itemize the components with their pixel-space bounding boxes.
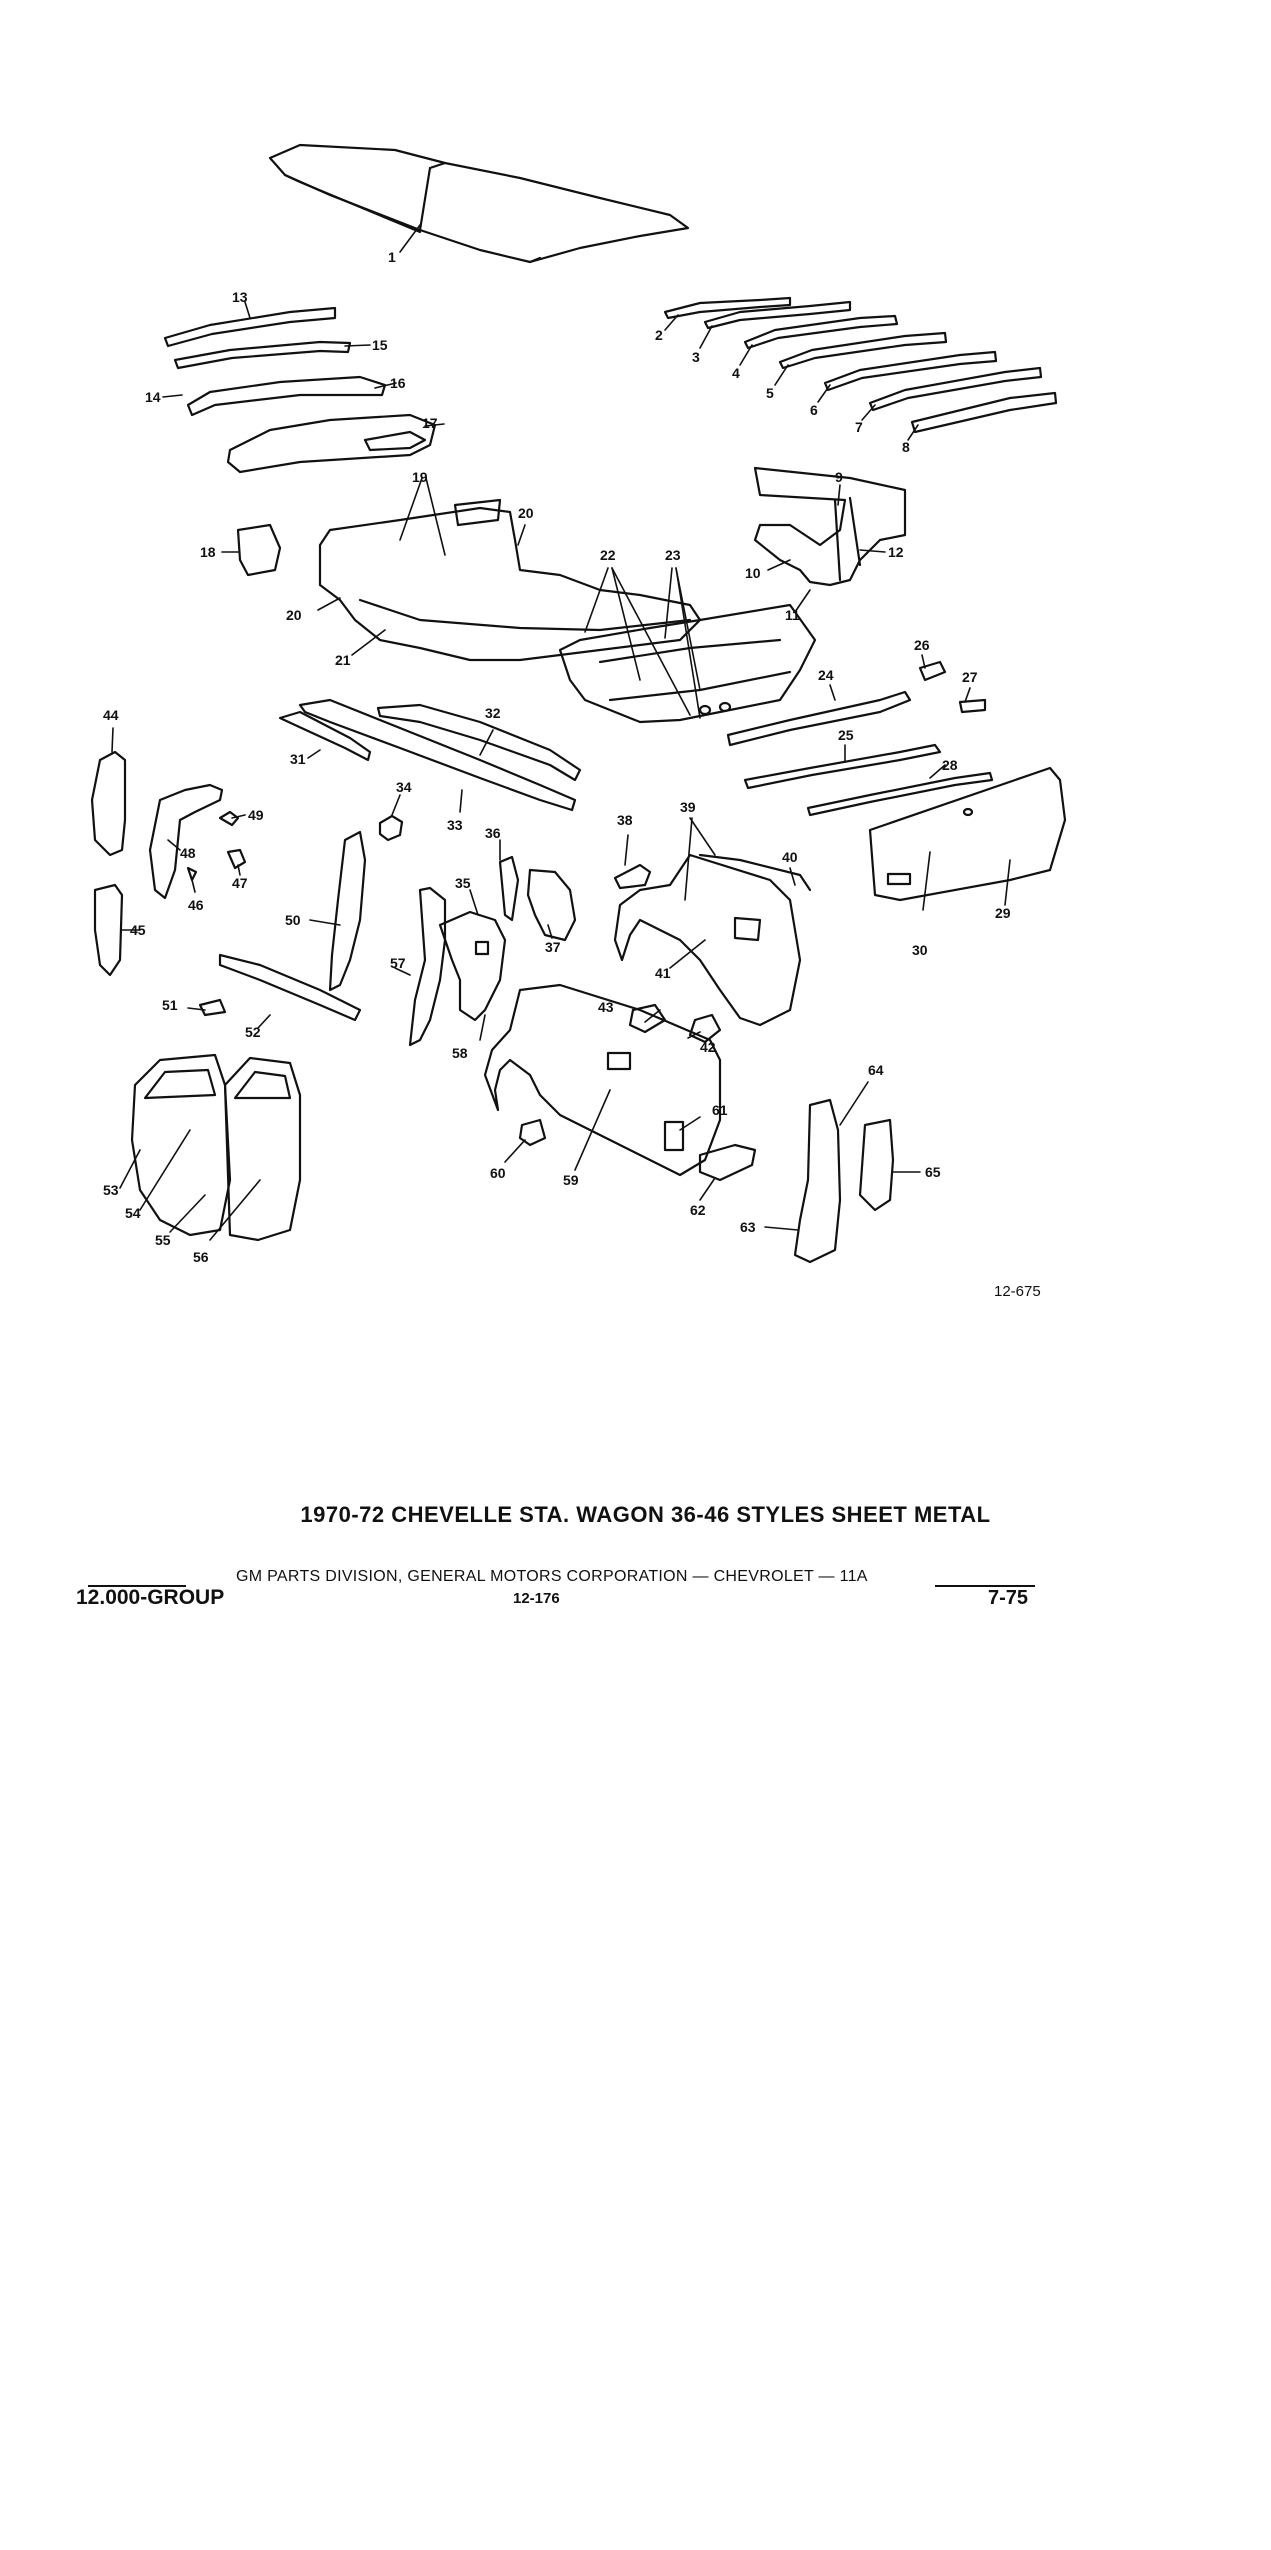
part-small-brackets <box>518 1118 757 1182</box>
callout-numbers: 1 2 3 4 5 6 7 8 9 10 11 12 13 14 15 16 1… <box>103 249 1011 1265</box>
part-front-pillars <box>90 750 247 977</box>
callout-20a: 20 <box>518 505 534 521</box>
part-roof-panel <box>268 143 690 264</box>
callout-58: 58 <box>452 1045 468 1061</box>
callout-8: 8 <box>902 439 910 455</box>
callout-33: 33 <box>447 817 463 833</box>
callout-17: 17 <box>422 415 438 431</box>
callout-47: 47 <box>232 875 248 891</box>
callout-22: 22 <box>600 547 616 563</box>
callout-53: 53 <box>103 1182 119 1198</box>
rule-right <box>935 1585 1035 1587</box>
part-quarter-inner-panels <box>408 855 577 1047</box>
date-code: 7-75 <box>988 1587 1029 1609</box>
part-rear-wheelhouse <box>613 853 812 1027</box>
callout-50: 50 <box>285 912 301 928</box>
callout-57: 57 <box>390 955 406 971</box>
callout-1: 1 <box>388 249 396 265</box>
part-front-floor-pan <box>236 498 702 662</box>
callout-52: 52 <box>245 1024 261 1040</box>
callout-4: 4 <box>732 365 740 381</box>
callout-55: 55 <box>155 1232 171 1248</box>
callout-21: 21 <box>335 652 351 668</box>
callout-40: 40 <box>782 849 798 865</box>
callout-48: 48 <box>180 845 196 861</box>
publisher-line: GM PARTS DIVISION, GENERAL MOTORS CORPOR… <box>236 1568 868 1585</box>
figure-code: 12-675 <box>994 1283 1041 1300</box>
callout-35: 35 <box>455 875 471 891</box>
callout-2: 2 <box>655 327 663 343</box>
callout-11: 11 <box>785 607 800 623</box>
callout-60: 60 <box>490 1165 506 1181</box>
part-doors <box>130 1053 302 1242</box>
callout-39: 39 <box>680 799 696 815</box>
part-rear-rail-assembly <box>753 466 907 587</box>
part-quarter-outer-panel <box>483 983 722 1177</box>
callout-14: 14 <box>145 389 161 405</box>
callout-24: 24 <box>818 667 834 683</box>
leader-lines <box>111 224 1011 1241</box>
callout-18: 18 <box>200 544 216 560</box>
page-title: 1970-72 CHEVELLE STA. WAGON 36-46 STYLES… <box>300 1502 991 1527</box>
callout-54: 54 <box>125 1205 141 1221</box>
callout-51: 51 <box>162 997 178 1013</box>
part-lock-pillar <box>793 1098 895 1264</box>
callout-12: 12 <box>888 544 904 560</box>
callout-63: 63 <box>740 1219 756 1235</box>
callout-3: 3 <box>692 349 700 365</box>
part-roof-bows <box>663 296 1058 434</box>
callout-45: 45 <box>130 922 146 938</box>
callout-59: 59 <box>563 1172 579 1188</box>
callout-7: 7 <box>855 419 863 435</box>
exploded-parts-diagram: 1 2 3 4 5 6 7 8 9 10 11 12 13 14 15 16 1… <box>90 143 1067 1265</box>
page-number: 12-176 <box>513 1590 560 1607</box>
callout-13: 13 <box>232 289 248 305</box>
callout-38: 38 <box>617 812 633 828</box>
callout-10: 10 <box>745 565 761 581</box>
callout-6: 6 <box>810 402 818 418</box>
callout-42: 42 <box>700 1039 716 1055</box>
rule-left <box>88 1585 186 1587</box>
part-rear-sills-and-tailgate <box>726 660 1067 902</box>
callout-41: 41 <box>655 965 671 981</box>
callout-65: 65 <box>925 1164 941 1180</box>
callout-16: 16 <box>390 375 406 391</box>
callout-32: 32 <box>485 705 501 721</box>
callout-37: 37 <box>545 939 561 955</box>
callout-20b: 20 <box>286 607 302 623</box>
callout-31: 31 <box>290 751 306 767</box>
part-windshield-header-and-dash <box>163 306 437 474</box>
part-center-pillar <box>328 830 367 992</box>
callout-46: 46 <box>188 897 204 913</box>
callout-28: 28 <box>942 757 958 773</box>
group-label: 12.000-GROUP <box>76 1586 225 1609</box>
callout-49: 49 <box>248 807 264 823</box>
callout-43: 43 <box>598 999 614 1015</box>
part-grommet <box>378 814 404 842</box>
callout-36: 36 <box>485 825 501 841</box>
callout-19: 19 <box>412 469 428 485</box>
part-floor-side-rails <box>278 698 582 812</box>
callout-27: 27 <box>962 669 978 685</box>
callout-30: 30 <box>912 942 928 958</box>
callout-9: 9 <box>835 469 843 485</box>
callout-5: 5 <box>766 385 774 401</box>
callout-62: 62 <box>690 1202 706 1218</box>
callout-44: 44 <box>103 707 119 723</box>
callout-64: 64 <box>868 1062 884 1078</box>
callout-61: 61 <box>712 1102 728 1118</box>
callout-15: 15 <box>372 337 388 353</box>
callout-26: 26 <box>914 637 930 653</box>
callout-56: 56 <box>193 1249 209 1265</box>
callout-34: 34 <box>396 779 412 795</box>
callout-29: 29 <box>995 905 1011 921</box>
part-rocker-panel <box>198 953 362 1022</box>
callout-23: 23 <box>665 547 681 563</box>
callout-25: 25 <box>838 727 854 743</box>
